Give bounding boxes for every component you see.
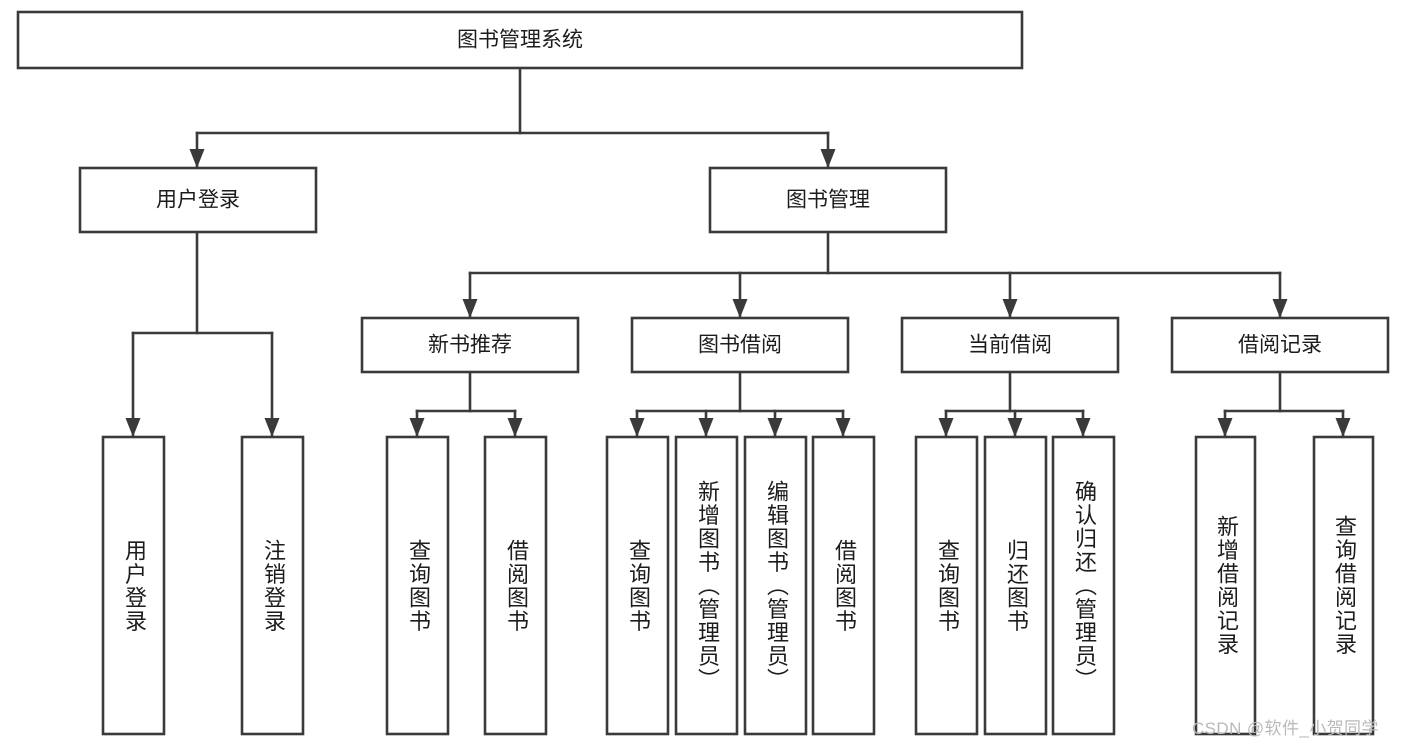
leaf-box-leaf-current-confirm[interactable] (1051, 435, 1116, 736)
leaf-box-leaf-borrow-edit[interactable] (743, 435, 808, 736)
node-box-book-borrow[interactable] (630, 316, 850, 374)
leaf-box-leaf-borrow-lend[interactable] (811, 435, 876, 736)
arrow-user-login-leaf-1 (264, 418, 280, 437)
node-label-book-borrow: 图书借阅 (698, 334, 782, 357)
arrow-current-borrow (1002, 299, 1018, 318)
node-label-user-login: 用户登录 (156, 189, 240, 212)
arrow-leaf-book-borrow-0 (629, 418, 645, 437)
node-label-new-book-rec: 新书推荐 (428, 334, 512, 357)
arrow-leaf-borrow-record-0 (1217, 418, 1233, 437)
node-box-book-manage[interactable] (708, 166, 948, 234)
arrow-book-borrow (732, 299, 748, 318)
leaf-box-leaf-rec-query[interactable] (385, 435, 450, 736)
leaf-box-leaf-user-logout[interactable] (240, 435, 305, 736)
leaf-box-leaf-current-query[interactable] (914, 435, 979, 736)
root-box-root[interactable] (16, 10, 1024, 70)
leaf-box-leaf-rec-borrow[interactable] (483, 435, 548, 736)
leaf-box-leaf-borrow-query[interactable] (605, 435, 670, 736)
node-label-borrow-record: 借阅记录 (1238, 334, 1322, 357)
arrow-user-login-leaf-0 (125, 418, 141, 437)
arrow-leaf-book-borrow-1 (698, 418, 714, 437)
boxes-layer (16, 10, 1390, 736)
arrow-borrow-record (1272, 299, 1288, 318)
arrow-leaf-current-borrow-0 (938, 418, 954, 437)
node-box-borrow-record[interactable] (1170, 316, 1390, 374)
leaf-box-leaf-record-add[interactable] (1194, 435, 1257, 736)
arrow-leaf-current-borrow-2 (1075, 418, 1091, 437)
watermark-text: CSDN @软件_小贺同学 (1192, 719, 1379, 738)
leaf-box-leaf-record-query[interactable] (1312, 435, 1375, 736)
leaf-box-leaf-borrow-add[interactable] (674, 435, 739, 736)
arrow-book-manage (820, 149, 836, 168)
connectors-layer (125, 66, 1351, 438)
node-box-current-borrow[interactable] (900, 316, 1120, 374)
arrow-leaf-book-borrow-3 (835, 418, 851, 437)
arrow-user-login (189, 149, 205, 168)
arrow-leaf-current-borrow-1 (1007, 418, 1023, 437)
node-label-root: 图书管理系统 (457, 29, 583, 52)
arrow-leaf-new-book-rec-0 (409, 418, 425, 437)
arrow-leaf-borrow-record-1 (1335, 418, 1351, 437)
node-box-new-book-rec[interactable] (360, 316, 580, 374)
leaf-box-leaf-current-return[interactable] (983, 435, 1048, 736)
node-label-current-borrow: 当前借阅 (968, 334, 1052, 357)
node-box-user-login[interactable] (78, 166, 318, 234)
arrow-leaf-new-book-rec-1 (507, 418, 523, 437)
arrow-new-book-rec (462, 299, 478, 318)
leaf-box-leaf-user-login[interactable] (101, 435, 166, 736)
node-label-book-manage: 图书管理 (786, 189, 870, 212)
arrow-leaf-book-borrow-2 (767, 418, 783, 437)
